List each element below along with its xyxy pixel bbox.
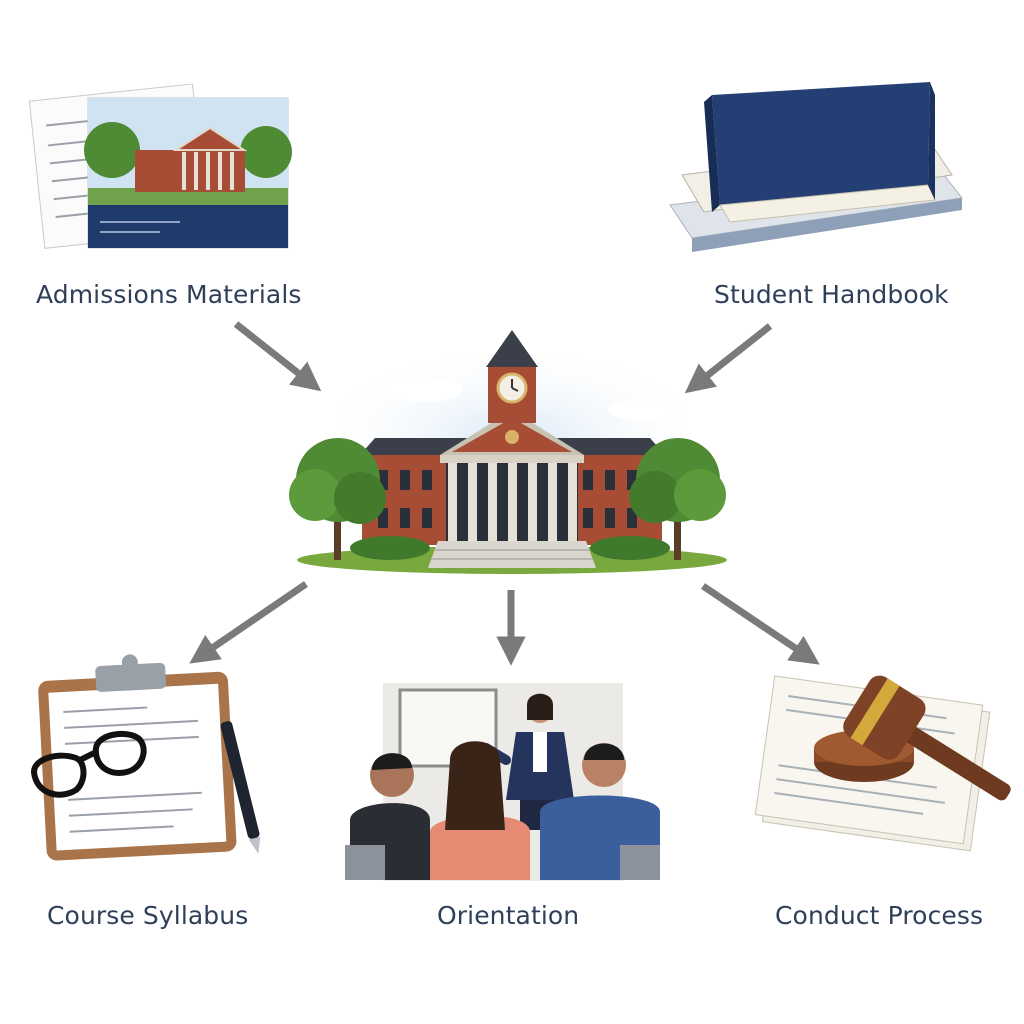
presentation-icon bbox=[345, 683, 660, 881]
course-syllabus-label: Course Syllabus bbox=[47, 901, 249, 930]
university-building-icon bbox=[289, 330, 727, 574]
orientation-label: Orientation bbox=[437, 901, 580, 930]
conduct-process-label: Conduct Process bbox=[775, 901, 984, 930]
edge-center-to-conduct bbox=[701, 583, 820, 665]
student-handbook-label: Student Handbook bbox=[714, 280, 949, 309]
gavel-icon bbox=[754, 675, 1011, 852]
edge-center-to-syllabus bbox=[189, 581, 308, 664]
edge-admissions-to-center bbox=[233, 321, 322, 392]
admissions-materials-label: Admissions Materials bbox=[36, 280, 302, 309]
brochure-icon bbox=[28, 83, 292, 249]
clipboard-icon bbox=[30, 654, 261, 861]
edge-handbook-to-center bbox=[684, 323, 773, 394]
book-stack-icon bbox=[669, 82, 963, 252]
